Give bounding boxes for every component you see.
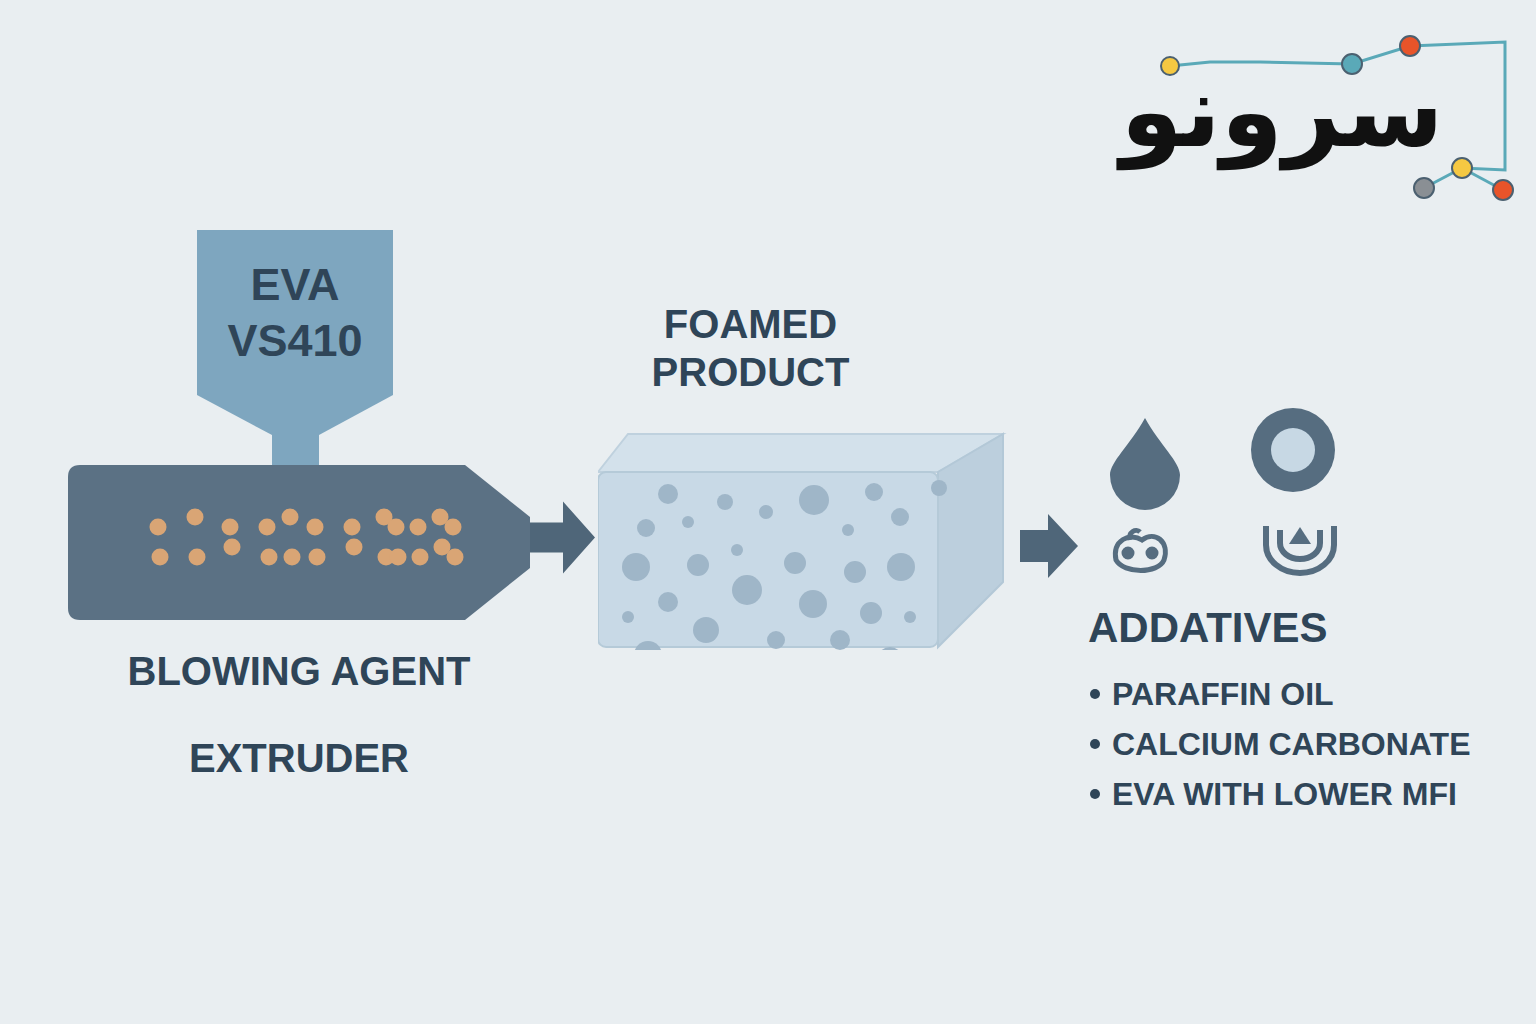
- additive-item: CALCIUM CARBONATE: [1112, 725, 1470, 763]
- extruder-caption: BLOWING AGENT: [28, 648, 570, 694]
- ring-icon-inner: [1271, 428, 1315, 472]
- foam-block: [598, 432, 1007, 650]
- extruder: BLOWING AGENTEXTRUDER: [68, 465, 530, 785]
- additives-heading: ADDATIVES: [1088, 604, 1328, 652]
- product-heading: FOAMED PRODUCT: [598, 300, 903, 396]
- hopper-label-text: EVA VS410: [197, 257, 393, 369]
- flow-arrow: [1020, 514, 1078, 578]
- additive-item: PARAFFIN OIL: [1112, 675, 1334, 713]
- bullet-dot: [1090, 789, 1100, 799]
- hopper-label: EVA VS410: [197, 230, 393, 395]
- ring-icon: [1251, 408, 1335, 492]
- additive-item: EVA WITH LOWER MFI: [1112, 775, 1457, 813]
- hopper: EVA VS410: [197, 230, 393, 435]
- bullet-dot: [1090, 739, 1100, 749]
- extruder-caption: EXTRUDER: [28, 735, 570, 781]
- extruder-body: [68, 465, 530, 621]
- bullet-dot: [1090, 689, 1100, 699]
- oil-drop-icon: [1110, 418, 1180, 510]
- logo-text: سرونو: [1082, 52, 1482, 172]
- foamed-product: FOAMED PRODUCT: [598, 300, 1007, 650]
- filler-icon: [1266, 526, 1334, 573]
- additive-icon: [1115, 530, 1165, 570]
- flow-arrow: [530, 502, 595, 574]
- feed-neck: [272, 434, 319, 466]
